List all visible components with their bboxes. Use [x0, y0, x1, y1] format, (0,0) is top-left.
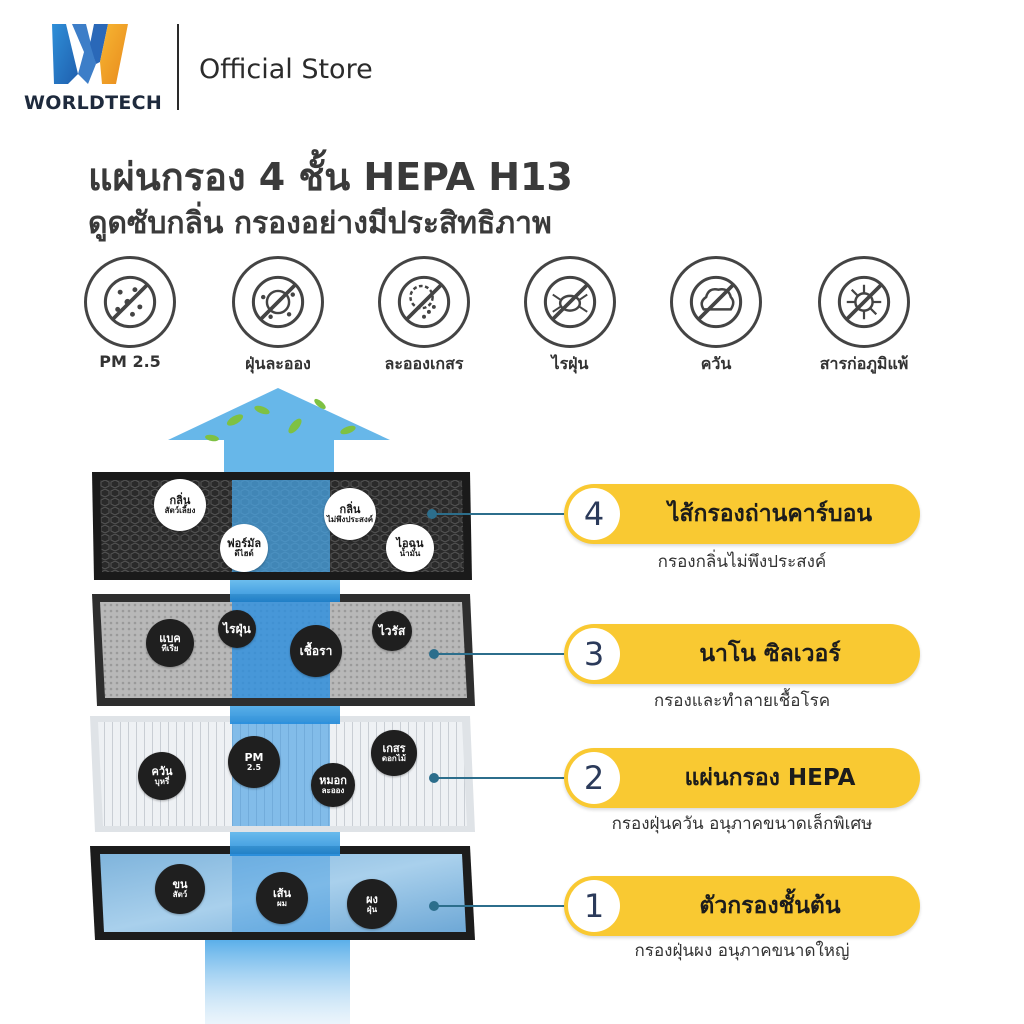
filter-tag: เกสรดอกไม้ — [371, 730, 417, 776]
layer-description: กรองฝุ่นควัน อนุภาคขนาดเล็กพิเศษ — [611, 814, 873, 834]
smoke-icon — [670, 256, 762, 348]
layer-number: 4 — [568, 488, 620, 540]
layer-number: 3 — [568, 628, 620, 680]
layer-description: กรองฝุ่นผง อนุภาคขนาดใหญ่ — [634, 941, 850, 961]
filter-layer-2-pill: 2 แผ่นกรอง HEPA — [564, 748, 920, 808]
filter-tag: เชื้อรา — [289, 624, 343, 678]
layer-number: 1 — [568, 880, 620, 932]
filter-tag: ไรฝุ่น — [217, 609, 257, 649]
pollen-icon — [378, 256, 470, 348]
layer-label: ไส้กรองถ่านคาร์บอน — [667, 501, 873, 527]
filter-tag: ไวรัส — [371, 610, 413, 652]
connector-line — [434, 653, 566, 655]
filter-layer-1-pill: 1 ตัวกรองชั้นต้น — [564, 876, 920, 936]
pm25-icon — [84, 256, 176, 348]
allergen-icon — [818, 256, 910, 348]
feature-label: PM 2.5 — [99, 352, 161, 371]
feature-label: ไรฝุ่น — [551, 354, 589, 373]
filter-tag: หมอกละออง — [311, 763, 355, 807]
layer-number: 2 — [568, 752, 620, 804]
feature-label: ฝุ่นละออง — [245, 354, 311, 373]
feature-label: ละอองเกสร — [384, 354, 464, 373]
filter-tag: กลิ่นไม่พึงประสงค์ — [323, 487, 377, 541]
store-label: Official Store — [199, 54, 373, 85]
filter-tag: เส้นผม — [255, 871, 309, 925]
leaf-icon — [205, 398, 356, 442]
headline-title: แผ่นกรอง 4 ชั้น HEPA H13 — [88, 155, 573, 199]
airflow-arrow — [168, 388, 390, 472]
filter-tag: ฟอร์มัลดีไฮด์ — [220, 524, 268, 572]
headline-subtitle: ดูดซับกลิ่น กรองอย่างมีประสิทธิภาพ — [88, 206, 552, 241]
filter-tag: ผงฝุ่น — [346, 878, 398, 930]
connector-line — [434, 777, 566, 779]
header-divider — [177, 24, 179, 110]
layer-description: กรองกลิ่นไม่พึงประสงค์ — [657, 552, 827, 572]
dust-icon — [232, 256, 324, 348]
filter-tag: ขนสัตว์ — [154, 863, 206, 915]
layer-description: กรองและทำลายเชื้อโรค — [653, 691, 831, 711]
dust-mite-icon — [524, 256, 616, 348]
connector-line — [432, 513, 566, 515]
filter-layer-4-pill: 4 ไส้กรองถ่านคาร์บอน — [564, 484, 920, 544]
brand-logo — [50, 22, 130, 86]
connector-line — [434, 905, 566, 907]
feature-label: สารก่อภูมิแพ้ — [819, 354, 909, 373]
filter-tag: กลิ่นสัตว์เลี้ยง — [153, 478, 207, 532]
brand-name: WORLDTECH — [24, 92, 163, 114]
feature-label: ควัน — [700, 354, 732, 373]
layer-label: นาโน ซิลเวอร์ — [699, 641, 841, 667]
layer-label: แผ่นกรอง HEPA — [684, 765, 856, 791]
filter-tag: ควันบุหรี่ — [138, 752, 186, 800]
filter-tag: แบคทีเรีย — [146, 619, 194, 667]
filter-layer-3-pill: 3 นาโน ซิลเวอร์ — [564, 624, 920, 684]
layer-label: ตัวกรองชั้นต้น — [699, 893, 841, 919]
filter-tag: ไอฉุนน้ำมัน — [386, 524, 434, 572]
worldtech-logo-icon — [52, 24, 128, 84]
